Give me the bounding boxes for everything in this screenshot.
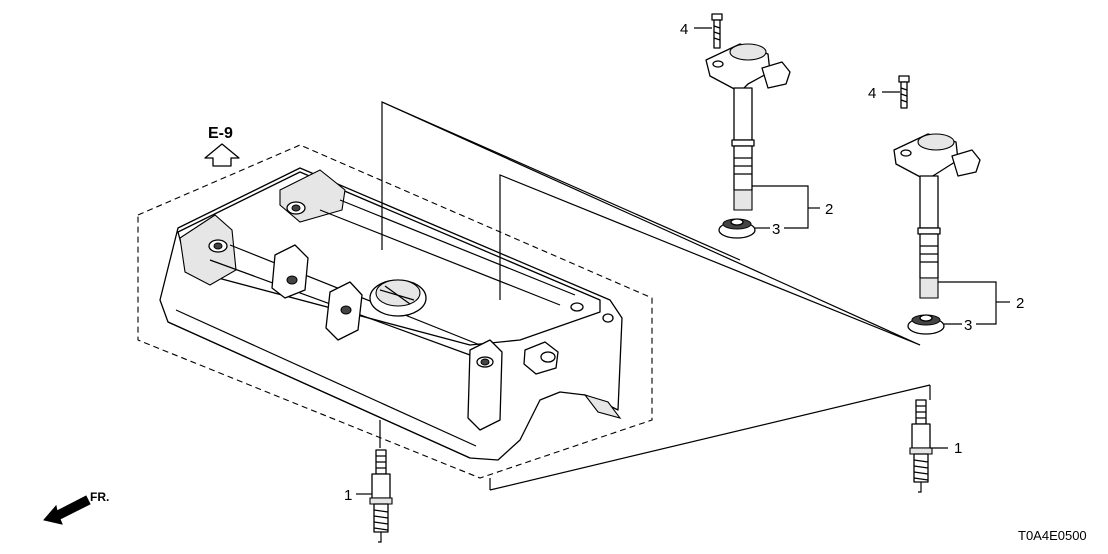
leader-lines	[379, 101, 931, 491]
coil-seal-top[interactable]	[718, 218, 756, 239]
coil-bolt-top[interactable]	[711, 13, 723, 49]
callout-plug-left: 1	[344, 487, 352, 504]
spark-plug-left[interactable]	[369, 449, 393, 543]
ignition-coil-top[interactable]	[705, 13, 791, 239]
callout-plug-right: 1	[954, 440, 962, 457]
callout-seal-top: 3	[772, 221, 780, 238]
front-label: FR.	[90, 490, 109, 504]
coil-seal-right[interactable]	[907, 314, 945, 335]
reference-e9[interactable]: E-9	[204, 125, 240, 167]
callout-bolt-right: 4	[868, 85, 876, 102]
callout-seal-right: 3	[964, 317, 972, 334]
spark-plug-right[interactable]	[909, 399, 933, 493]
callout-coil-top: 2	[825, 201, 833, 218]
ignition-coil-right[interactable]	[893, 75, 981, 335]
valve-cover	[159, 167, 623, 461]
coil-bolt-right[interactable]	[898, 75, 910, 109]
callouts: 4 4 2 3 2 3 1 1	[344, 21, 1024, 504]
callout-bolt-top: 4	[680, 21, 688, 38]
front-arrow-icon	[43, 495, 91, 525]
front-direction: FR.	[43, 490, 109, 525]
callout-coil-right: 2	[1016, 295, 1024, 312]
diagram-code: T0A4E0500	[1018, 528, 1087, 543]
reference-label: E-9	[208, 125, 233, 142]
reference-arrow-icon	[204, 143, 240, 167]
valve-cover-dashed-outline	[137, 144, 653, 479]
